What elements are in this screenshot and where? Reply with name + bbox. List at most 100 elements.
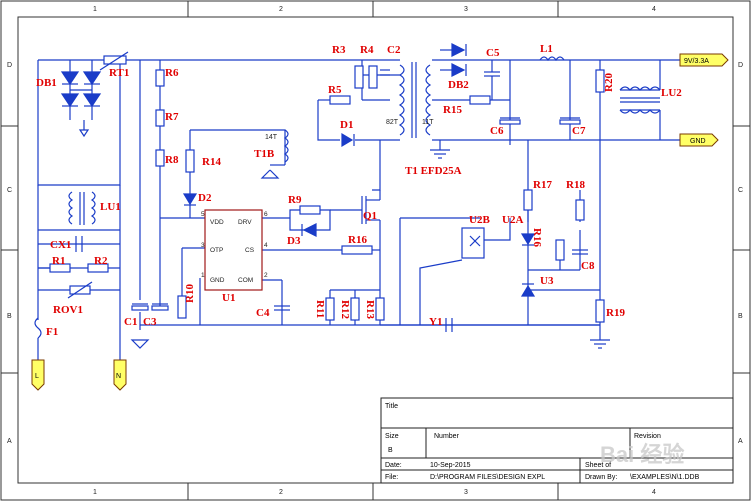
row-label-c: C bbox=[7, 187, 12, 194]
pin-vdd: VDD bbox=[210, 219, 224, 226]
label-d3: D3 bbox=[287, 235, 301, 247]
label-lu2: LU2 bbox=[661, 87, 682, 99]
label-c7: C7 bbox=[572, 125, 586, 137]
label-u2a: U2A bbox=[502, 214, 523, 226]
label-t1: T1 EFD25A bbox=[405, 165, 462, 177]
revision-label: Revision bbox=[634, 433, 661, 440]
row-label-c-right: C bbox=[738, 187, 743, 194]
sheet-label: Sheet of bbox=[585, 462, 611, 469]
pin-num-2: 2 bbox=[264, 272, 268, 279]
input-port-l: L bbox=[31, 359, 45, 391]
pin-num-5: 5 bbox=[201, 211, 205, 218]
label-r4: R4 bbox=[360, 44, 374, 56]
winding-14t: 14T bbox=[265, 134, 278, 141]
label-db1: DB1 bbox=[36, 77, 57, 89]
label-f1: F1 bbox=[46, 326, 58, 338]
col-label-4-bottom: 4 bbox=[652, 489, 656, 496]
label-y1: Y1 bbox=[429, 316, 442, 328]
file-label: File: bbox=[385, 474, 398, 481]
label-r16-vertical: R16 bbox=[531, 228, 543, 247]
reference-labels: DB1 RT1 R6 R7 R8 R3 R4 C2 C5 L1 R20 DB2 … bbox=[36, 43, 682, 338]
label-r9: R9 bbox=[288, 194, 302, 206]
pin-num-6: 6 bbox=[264, 211, 268, 218]
label-u2b: U2B bbox=[469, 214, 490, 226]
label-r7: R7 bbox=[165, 111, 179, 123]
components bbox=[34, 43, 661, 360]
pin-gnd: GND bbox=[210, 277, 225, 284]
u1-pins: VDD DRV OTP CS GND COM 5 6 3 4 1 2 bbox=[201, 211, 268, 284]
number-label: Number bbox=[434, 433, 460, 440]
label-cx1: CX1 bbox=[50, 239, 71, 251]
label-rt1: RT1 bbox=[109, 67, 129, 79]
winding-82t: 82T bbox=[386, 119, 399, 126]
pin-num-3: 3 bbox=[201, 242, 205, 249]
row-label-a: A bbox=[7, 438, 12, 445]
col-label-3: 3 bbox=[464, 6, 468, 13]
output-port-vout: 9V/3.3A bbox=[679, 53, 729, 67]
label-c1: C1 bbox=[124, 316, 137, 328]
label-c8: C8 bbox=[581, 260, 595, 272]
drawn-by-label: Drawn By: bbox=[585, 474, 617, 481]
label-c4: C4 bbox=[256, 307, 270, 319]
label-u1: U1 bbox=[222, 292, 235, 304]
label-l1: L1 bbox=[540, 43, 553, 55]
pin-com: COM bbox=[238, 277, 253, 284]
pin-cs: CS bbox=[245, 247, 255, 254]
file-value: D:\PROGRAM FILES\DESIGN EXPL bbox=[430, 474, 545, 481]
title-block bbox=[380, 397, 734, 484]
label-r1: R1 bbox=[52, 255, 65, 267]
label-d1: D1 bbox=[340, 119, 353, 131]
label-r16-horizontal: R16 bbox=[348, 234, 367, 246]
label-db2: DB2 bbox=[448, 79, 469, 91]
label-c6: C6 bbox=[490, 125, 504, 137]
label-u3: U3 bbox=[540, 275, 554, 287]
label-r8: R8 bbox=[165, 154, 179, 166]
output-gnd-label: GND bbox=[690, 138, 706, 145]
label-lu1: LU1 bbox=[100, 201, 121, 213]
label-t1b: T1B bbox=[254, 148, 275, 160]
label-r2: R2 bbox=[94, 255, 108, 267]
label-r13: R13 bbox=[364, 300, 376, 319]
pin-num-1: 1 bbox=[201, 272, 205, 279]
output-port-gnd: GND bbox=[679, 133, 719, 147]
col-label-4: 4 bbox=[652, 6, 656, 13]
label-r17: R17 bbox=[533, 179, 552, 191]
pin-drv: DRV bbox=[238, 219, 252, 226]
label-c3: C3 bbox=[143, 316, 157, 328]
date-label: Date: bbox=[385, 462, 402, 469]
col-label-2-bottom: 2 bbox=[279, 489, 283, 496]
date-value: 10-Sep-2015 bbox=[430, 462, 471, 469]
label-r12: R12 bbox=[339, 300, 351, 319]
size-value: B bbox=[388, 447, 393, 454]
row-label-d-right: D bbox=[738, 62, 743, 69]
input-port-n: N bbox=[113, 359, 127, 391]
output-vout-label: 9V/3.3A bbox=[684, 58, 709, 65]
label-c2: C2 bbox=[387, 44, 401, 56]
label-r14: R14 bbox=[202, 156, 221, 168]
watermark: Bai 经验 bbox=[600, 442, 684, 467]
file-tail: \EXAMPLES\N\1.DDB bbox=[630, 474, 700, 481]
label-r18: R18 bbox=[566, 179, 585, 191]
size-label: Size bbox=[385, 433, 399, 440]
label-c5: C5 bbox=[486, 47, 500, 59]
input-l-label: L bbox=[35, 373, 39, 380]
label-r10: R10 bbox=[184, 284, 196, 303]
label-r20: R20 bbox=[603, 73, 615, 92]
col-label-2: 2 bbox=[279, 6, 283, 13]
row-label-b: B bbox=[7, 313, 12, 320]
label-rov1: ROV1 bbox=[53, 304, 83, 316]
title-label: Title bbox=[385, 403, 398, 410]
label-d2: D2 bbox=[198, 192, 212, 204]
winding-11t: 11T bbox=[422, 119, 434, 126]
col-label-3-bottom: 3 bbox=[464, 489, 468, 496]
label-r11: R11 bbox=[314, 300, 326, 318]
row-label-b-right: B bbox=[738, 313, 743, 320]
label-q1: Q1 bbox=[363, 210, 377, 222]
label-r5: R5 bbox=[328, 84, 342, 96]
label-r3: R3 bbox=[332, 44, 346, 56]
label-r6: R6 bbox=[165, 67, 179, 79]
pin-otp: OTP bbox=[210, 247, 223, 254]
row-label-a-right: A bbox=[738, 438, 743, 445]
